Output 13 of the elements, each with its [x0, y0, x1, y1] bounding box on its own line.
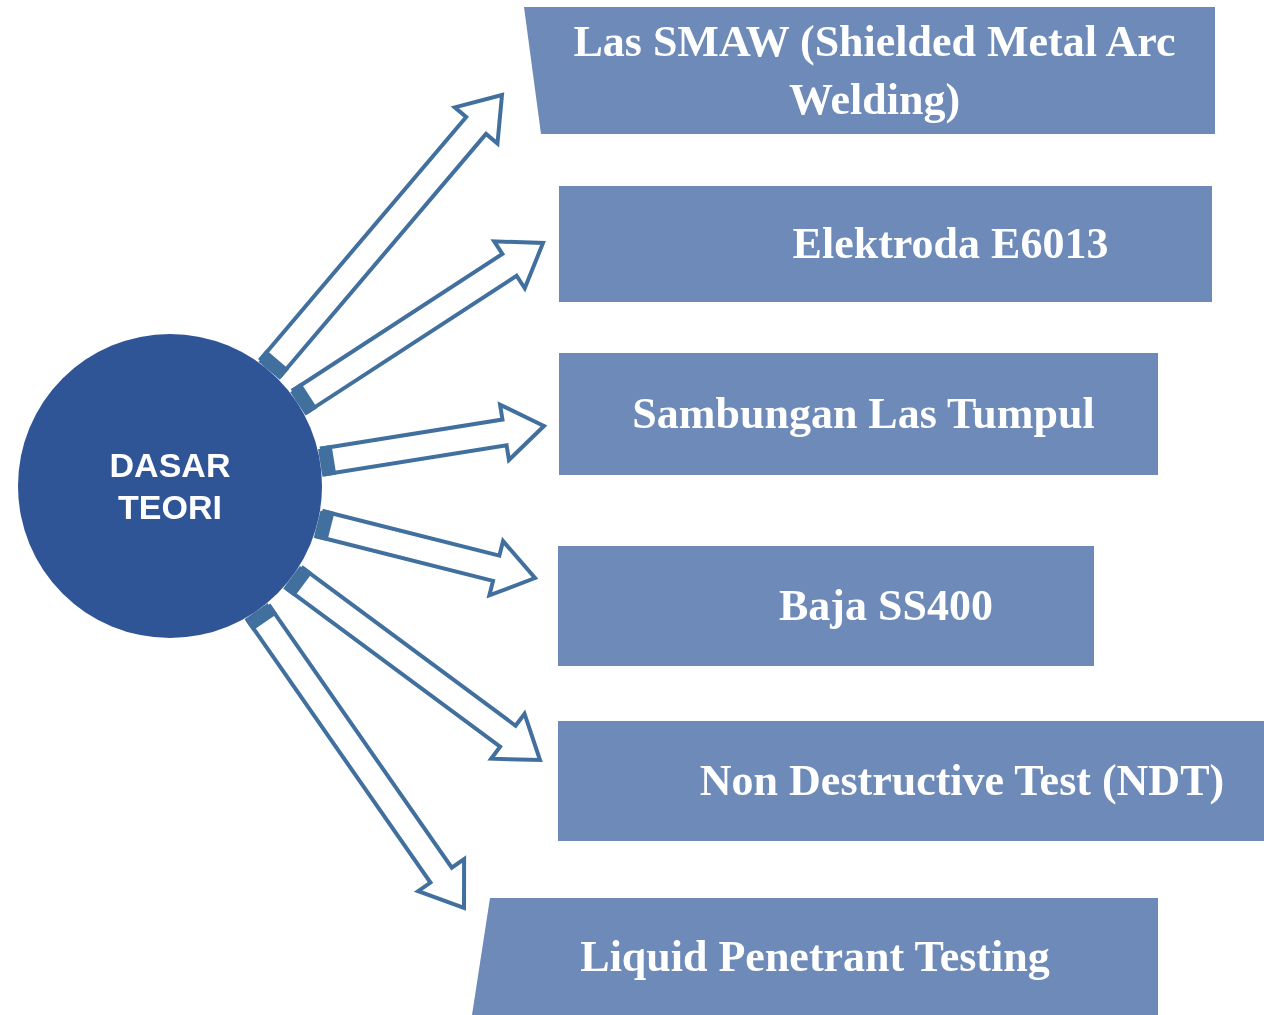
- topic-box: [559, 186, 1212, 302]
- topic-label: Liquid Penetrant Testing: [580, 930, 1050, 983]
- topic-label: Elektroda E6013: [792, 218, 1109, 271]
- topic-label: Las SMAW (Shielded Metal Arc Welding): [572, 16, 1177, 126]
- topic-label: DASAR TEORI: [108, 444, 232, 528]
- topic-label: Non Destructive Test (NDT): [699, 755, 1225, 808]
- topic-label: Sambungan Las Tumpul: [632, 388, 1095, 441]
- topic-box: [558, 546, 1094, 666]
- topic-box: [558, 721, 1264, 841]
- topic-label: Baja SS400: [779, 580, 993, 633]
- topic-box: [524, 7, 1215, 134]
- topic-box: [472, 898, 1158, 1015]
- topic-box: [559, 353, 1158, 475]
